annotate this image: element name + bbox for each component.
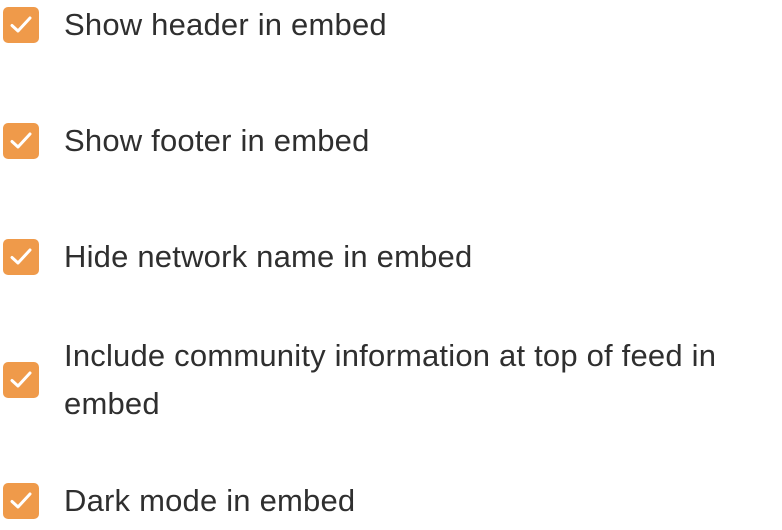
include-community-info-checkbox[interactable] xyxy=(3,362,39,398)
checkmark-icon xyxy=(10,248,32,265)
checkmark-icon xyxy=(10,132,32,149)
checkmark-icon xyxy=(10,16,32,33)
dark-mode-label: Dark mode in embed xyxy=(64,483,356,518)
dark-mode-checkbox[interactable] xyxy=(3,483,39,519)
include-community-info-label: Include community information at top of … xyxy=(64,338,717,421)
show-header-label: Show header in embed xyxy=(64,7,387,42)
checkmark-icon xyxy=(10,492,32,509)
hide-network-name-checkbox[interactable] xyxy=(3,239,39,275)
option-show-footer[interactable]: Show footer in embed xyxy=(3,116,782,166)
option-include-community-info[interactable]: Include community information at top of … xyxy=(3,332,782,428)
option-dark-mode[interactable]: Dark mode in embed xyxy=(3,476,782,526)
show-footer-checkbox[interactable] xyxy=(3,123,39,159)
option-hide-network-name[interactable]: Hide network name in embed xyxy=(3,232,782,282)
hide-network-name-label: Hide network name in embed xyxy=(64,239,473,274)
show-header-checkbox[interactable] xyxy=(3,7,39,43)
show-footer-label: Show footer in embed xyxy=(64,123,370,158)
option-show-header[interactable]: Show header in embed xyxy=(3,0,782,50)
checkmark-icon xyxy=(10,371,32,388)
